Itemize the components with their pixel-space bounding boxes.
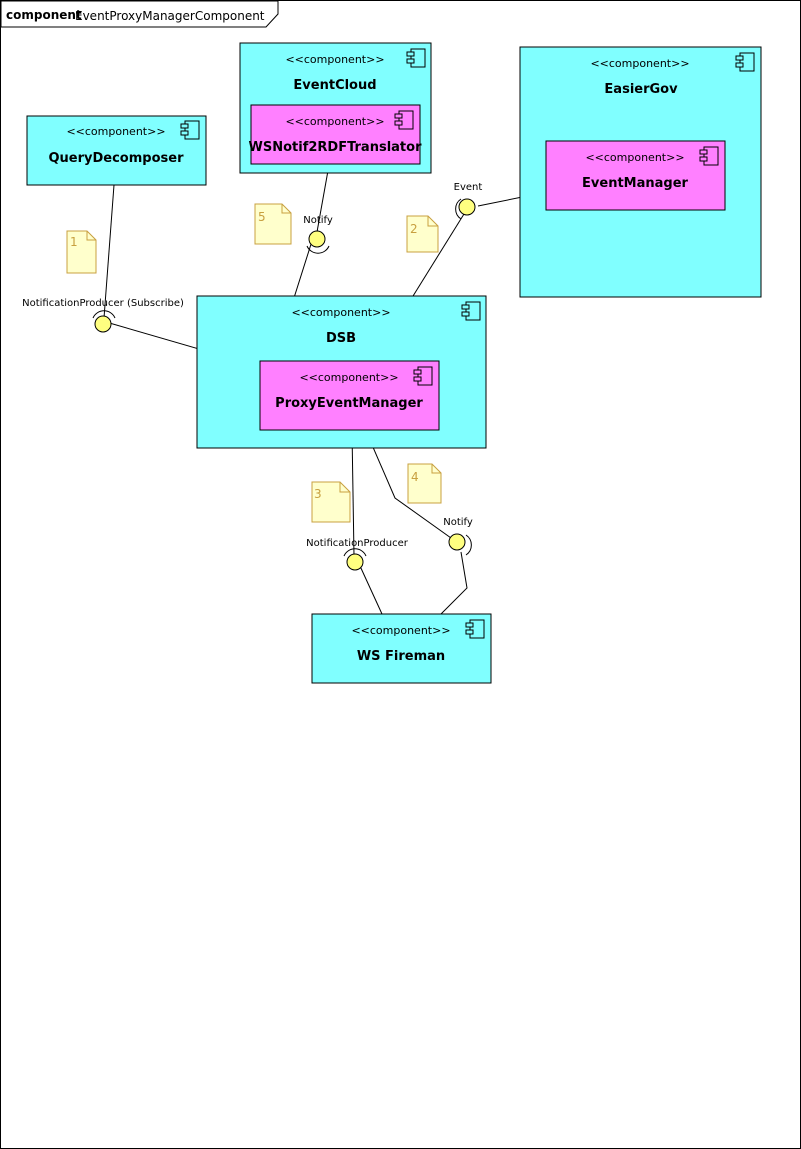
interface-notificationproducer[interactable]: NotificationProducer (306, 538, 409, 571)
stereotype-label: <<component>> (299, 371, 398, 384)
note-1[interactable]: 1 (66, 230, 97, 274)
stereotype-label: <<component>> (590, 57, 689, 70)
component-name: EventManager (582, 176, 688, 191)
interface-label: Notify (443, 517, 473, 528)
component-icon (180, 120, 200, 140)
note-number: 1 (70, 235, 78, 249)
interface-event[interactable]: Event (454, 182, 483, 220)
component-name: ProxyEventManager (275, 396, 423, 411)
note-5[interactable]: 5 (254, 203, 292, 245)
component-icon (461, 301, 481, 321)
component-icon (413, 366, 433, 386)
frame-kind: component (6, 8, 82, 22)
component-eventmanager[interactable]: <<component>> EventManager (545, 140, 726, 211)
connector-producer-fireman (359, 565, 383, 615)
component-name: EventCloud (293, 78, 376, 93)
stereotype-label: <<component>> (291, 306, 390, 319)
connector-querydecomposer (103, 184, 115, 319)
interface-notify-bottom[interactable]: Notify (443, 517, 473, 556)
stereotype-label: <<component>> (585, 151, 684, 164)
component-proxyeventmanager[interactable]: <<component>> ProxyEventManager (259, 360, 440, 431)
note-number: 3 (314, 487, 322, 501)
component-name: EasierGov (604, 82, 678, 97)
component-name: WS Fireman (357, 649, 445, 664)
connector-notify-fireman (440, 551, 468, 615)
interface-label: Event (454, 182, 483, 193)
component-icon (465, 619, 485, 639)
connector-proxy-producer (351, 430, 355, 557)
stereotype-label: <<component>> (66, 125, 165, 138)
connector-translator-notify (316, 164, 330, 233)
note-2[interactable]: 2 (406, 215, 439, 253)
connector-proxy-notify (365, 430, 452, 539)
component-name: QueryDecomposer (48, 151, 184, 166)
component-name: DSB (326, 331, 356, 346)
frame-title-tab: component EventProxyManagerComponent (0, 0, 279, 28)
interface-notify-top[interactable]: Notify (303, 215, 333, 254)
note-number: 5 (258, 210, 266, 224)
stereotype-label: <<component>> (351, 624, 450, 637)
interface-label: Notify (303, 215, 333, 226)
component-icon (699, 146, 719, 166)
component-icon (406, 48, 426, 68)
interface-label: NotificationProducer (Subscribe) (22, 298, 184, 309)
component-wsfireman[interactable]: <<component>> WS Fireman (311, 613, 492, 684)
component-icon (735, 52, 755, 72)
component-icon (394, 110, 414, 130)
stereotype-label: <<component>> (285, 115, 384, 128)
frame-name: EventProxyManagerComponent (75, 9, 265, 23)
component-querydecomposer[interactable]: <<component>> QueryDecomposer (26, 115, 207, 186)
note-4[interactable]: 4 (407, 463, 442, 504)
stereotype-label: <<component>> (285, 53, 384, 66)
interface-notificationproducer-subscribe[interactable]: NotificationProducer (Subscribe) (22, 298, 184, 333)
note-3[interactable]: 3 (311, 481, 351, 523)
component-wsnotif2rdftranslator[interactable]: <<component>> WSNotif2RDFTranslator (249, 104, 423, 165)
interface-label: NotificationProducer (306, 538, 409, 549)
note-number: 2 (410, 222, 418, 236)
note-number: 4 (411, 470, 419, 484)
component-name: WSNotif2RDFTranslator (249, 140, 423, 155)
